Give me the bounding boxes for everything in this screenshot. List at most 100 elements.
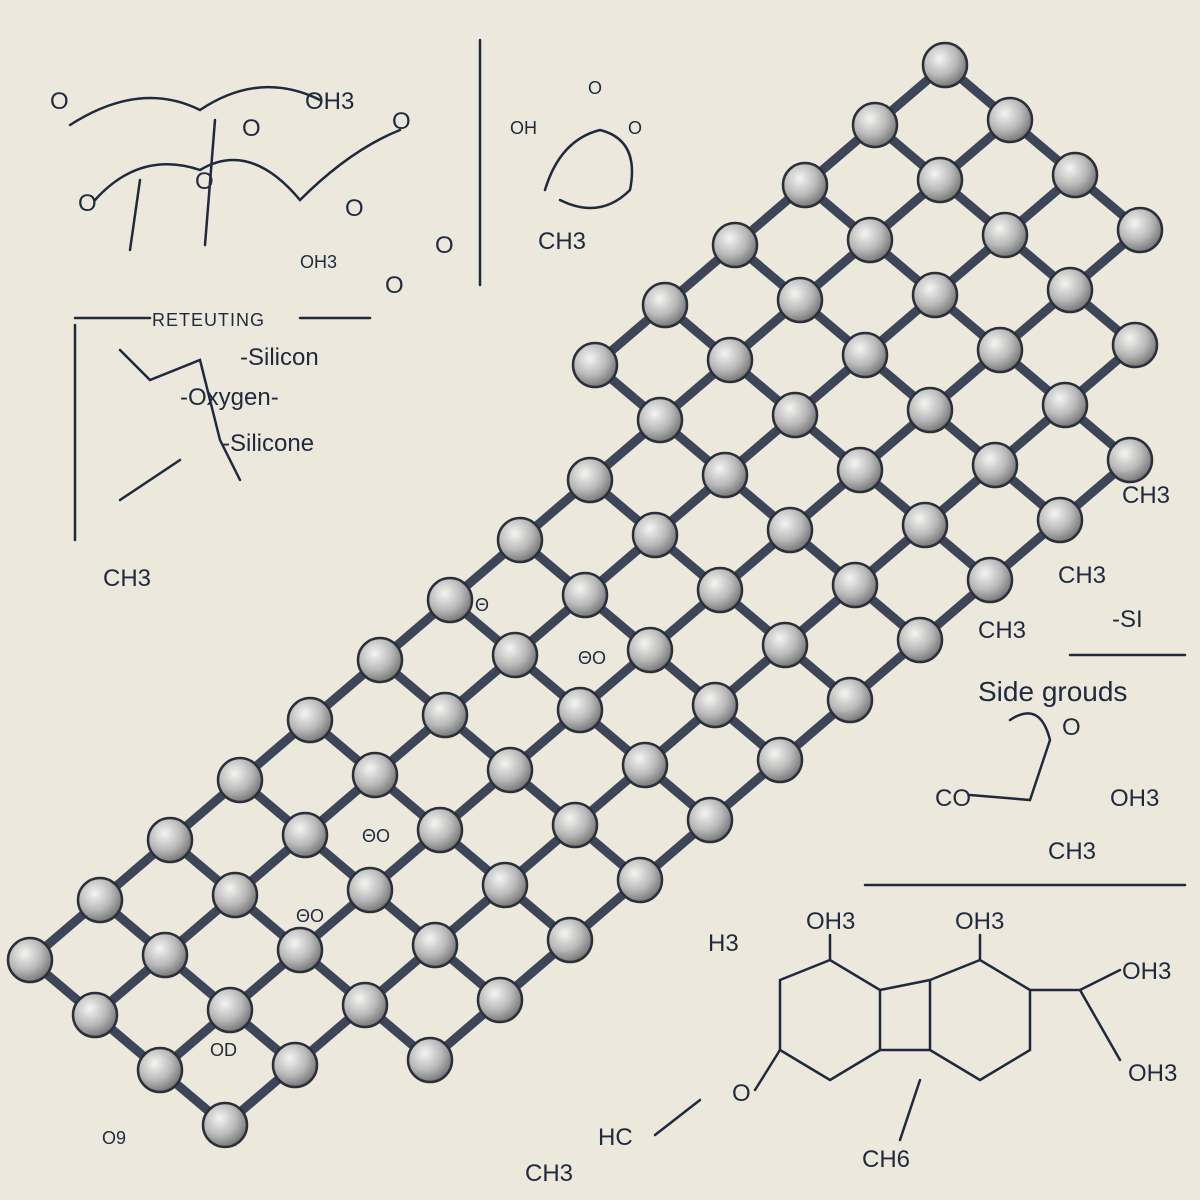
label-ch3: CH3 [103, 565, 152, 592]
atom-sphere [1116, 206, 1164, 254]
atom-sphere [781, 161, 829, 209]
atom-sphere [636, 396, 684, 444]
lattice-label: Θ [475, 595, 490, 615]
line-art [118, 458, 182, 502]
line-art [878, 978, 932, 992]
atom-sphere [701, 451, 749, 499]
line-art [203, 118, 217, 247]
atom-sphere [896, 616, 944, 664]
line-art [543, 128, 634, 210]
atom-sphere [201, 1101, 249, 1149]
atom-sphere [846, 216, 894, 264]
atom-sphere [416, 806, 464, 854]
label-o: O [588, 78, 603, 98]
atom-sphere [496, 516, 544, 564]
atom-sphere [6, 936, 54, 984]
label-ch3: CH3 [978, 617, 1027, 644]
atom-sphere [756, 736, 804, 784]
atom-sphere [711, 221, 759, 269]
label-hc: HC [598, 1124, 633, 1151]
atom-sphere [411, 921, 459, 969]
label-o: O [242, 115, 261, 142]
lattice-label: OD [210, 1040, 237, 1060]
atom-sphere [491, 631, 539, 679]
atom-sphere [771, 391, 819, 439]
label-h3: H3 [708, 930, 739, 957]
line-art [928, 958, 1032, 1082]
legend-item-oxygen: -Oxygen- [180, 384, 279, 411]
atom-sphere [621, 741, 669, 789]
atom-sphere [216, 756, 264, 804]
label-o: O [1062, 714, 1081, 741]
label-ch3: CH3 [1122, 482, 1171, 509]
atom-sphere [691, 681, 739, 729]
legend-item-silicon: -Silicon [240, 344, 319, 371]
atom-sphere [476, 976, 524, 1024]
atom-sphere [561, 571, 609, 619]
atom-sphere [966, 556, 1014, 604]
line-art [68, 85, 322, 127]
atom-sphere [571, 341, 619, 389]
lattice-label: ΘO [362, 826, 391, 846]
atom-sphere [356, 636, 404, 684]
atom-sphere [916, 156, 964, 204]
atom-sphere [761, 621, 809, 669]
atom-sphere [971, 441, 1019, 489]
lattice-label: O9 [102, 1128, 127, 1148]
lattice-label: ΘO [578, 648, 607, 668]
line-art [1078, 988, 1122, 1062]
label-si: -SI [1112, 606, 1143, 633]
label-oh3: OH3 [305, 88, 355, 115]
atom-sphere [146, 816, 194, 864]
atom-sphere [486, 746, 534, 794]
atom-sphere [776, 276, 824, 324]
label-o: O [435, 232, 454, 259]
atom-sphere [406, 1036, 454, 1084]
label-oh3: OH3 [955, 908, 1005, 935]
label-o: O [385, 272, 404, 299]
atom-sphere [136, 1046, 184, 1094]
atom-sphere [851, 101, 899, 149]
atom-sphere [1036, 496, 1084, 544]
atom-sphere [271, 1041, 319, 1089]
label-ch3: CH3 [1048, 838, 1097, 865]
atom-sphere [901, 501, 949, 549]
label-co: CO [935, 785, 971, 812]
label-oh3: OH3 [1128, 1060, 1178, 1087]
line-art [653, 1098, 702, 1137]
atom-sphere [421, 691, 469, 739]
line-art [118, 348, 242, 482]
label-o: O [78, 190, 97, 217]
label-o: O [345, 195, 364, 222]
atom-sphere [1046, 266, 1094, 314]
label-o: O [195, 168, 214, 195]
atom-sphere [686, 796, 734, 844]
atom-sphere [976, 326, 1024, 374]
atom-sphere [1111, 321, 1159, 369]
atom-sphere [766, 506, 814, 554]
atom-sphere [831, 561, 879, 609]
lattice-label: CH3 [525, 1160, 574, 1187]
label-ch3: CH3 [538, 228, 587, 255]
lattice-label: ΘO [296, 906, 325, 926]
line-art [898, 1078, 922, 1142]
atom-sphere [286, 696, 334, 744]
atom-sphere [1051, 151, 1099, 199]
atom-sphere [206, 986, 254, 1034]
label-side-groups: Side grouds [978, 676, 1128, 707]
atom-sphere [551, 801, 599, 849]
atom-sphere [626, 626, 674, 674]
atom-sphere [696, 566, 744, 614]
atom-sphere [826, 676, 874, 724]
label-oh: OH [510, 118, 537, 138]
label-o: O [392, 108, 411, 135]
label-ch3: CH3 [1058, 562, 1107, 589]
line-art [968, 712, 1052, 802]
atom-sphere [631, 511, 679, 559]
atom-sphere [911, 271, 959, 319]
line-art [778, 958, 882, 1082]
label-o: O [628, 118, 643, 138]
atom-sphere [351, 751, 399, 799]
